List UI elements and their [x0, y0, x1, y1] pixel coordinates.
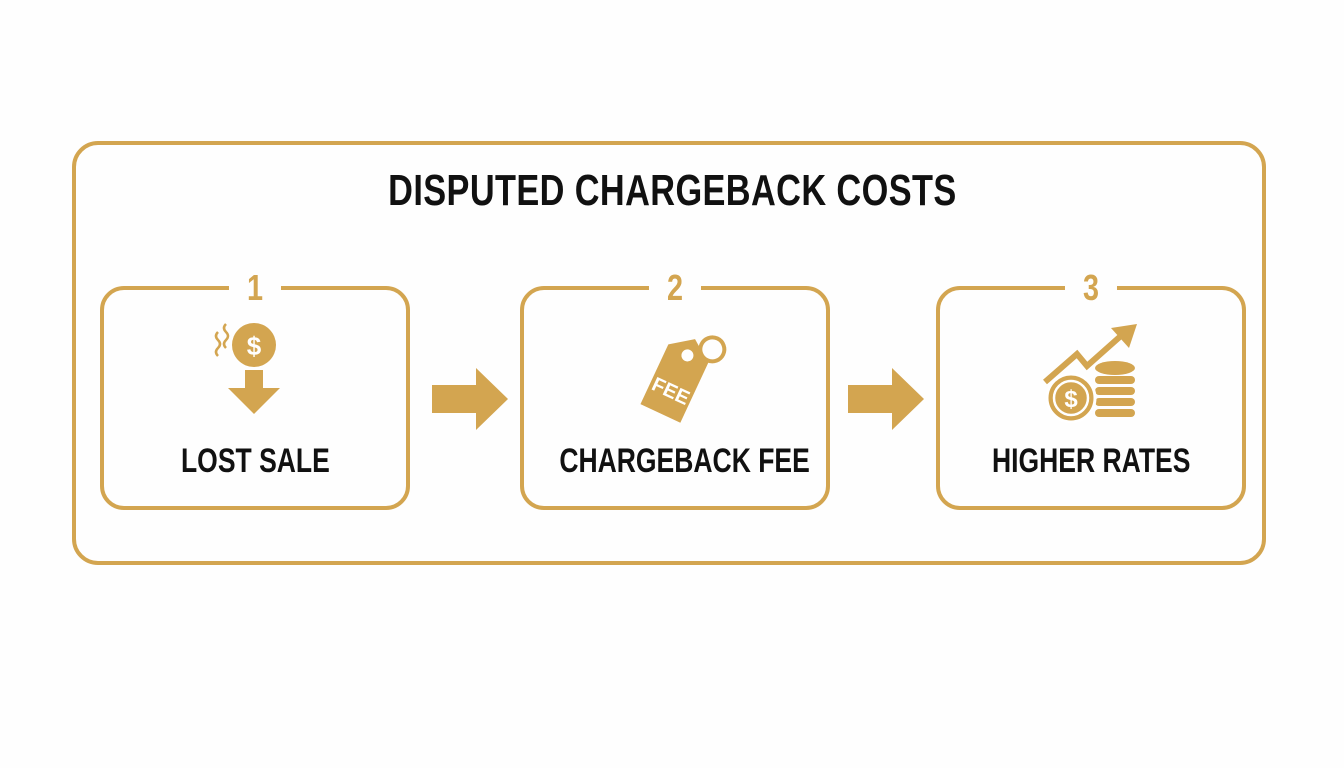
- rising-coins-chart-icon: $: [1043, 324, 1137, 424]
- right-arrow-icon: [848, 368, 924, 430]
- step-label: LOST SALE: [180, 442, 330, 480]
- svg-text:$: $: [1064, 386, 1078, 413]
- diagram-frame: [72, 141, 1266, 565]
- step-higher-rates: 3 $ HIGHER RATES: [936, 268, 1246, 510]
- step-label: HIGHER RATES: [991, 442, 1191, 480]
- step-chargeback-fee: 2 FEE CHARGEBACK FEE: [520, 268, 830, 510]
- step-number: 3: [1064, 268, 1118, 308]
- right-arrow-icon: [432, 368, 508, 430]
- step-number: 1: [228, 268, 282, 308]
- step-label: CHARGEBACK FEE: [559, 442, 810, 480]
- lost-money-down-arrow-icon: $: [214, 323, 280, 414]
- svg-text:$: $: [247, 331, 262, 361]
- fee-tag-icon: FEE: [640, 335, 727, 423]
- step-number: 2: [648, 268, 702, 308]
- diagram-title: DISPUTED CHARGEBACK COSTS: [387, 166, 957, 215]
- step-lost-sale: 1 $ LOST SALE: [100, 268, 410, 510]
